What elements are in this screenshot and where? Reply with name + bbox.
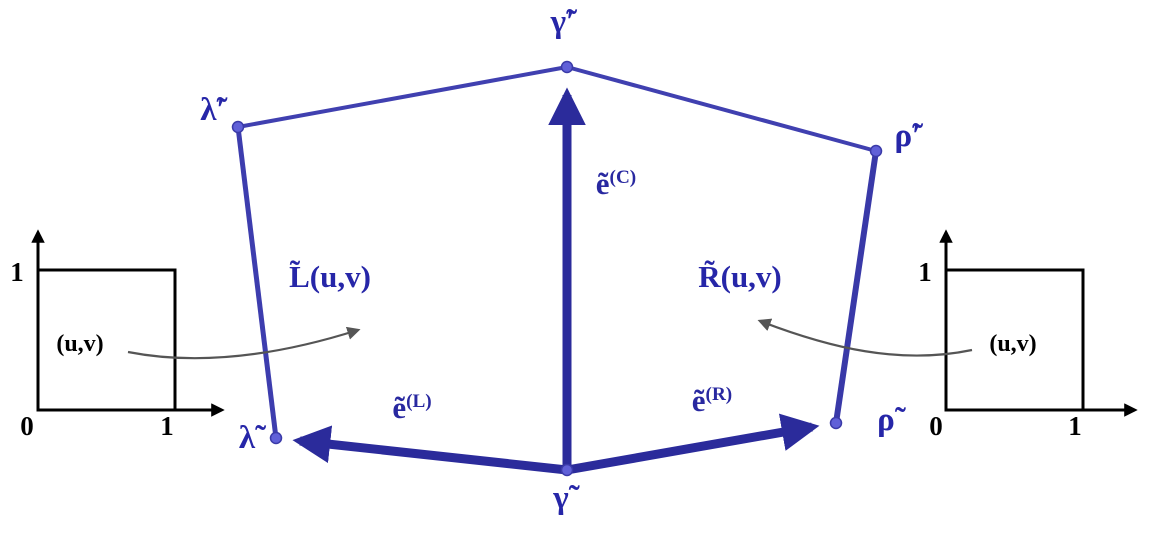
label-lambda-prime: λ̃′: [200, 92, 226, 128]
vector-e-right: [566, 413, 820, 475]
right-mapping-arrow: [757, 318, 973, 357]
label-rho: ρ̃: [877, 402, 895, 438]
pentagon-edge-right-side: [833, 150, 879, 424]
label-R-uv: R̃(u,v): [698, 259, 782, 294]
pentagon-edge-top-right: [566, 65, 877, 153]
left-mapping-arrow: [127, 326, 361, 360]
label-rho-prime: ρ̃′: [894, 118, 922, 154]
label-e-right-base: ẽ: [691, 383, 706, 418]
right-square-outline: [944, 268, 1085, 412]
label-gamma-prime: γ̃′: [550, 4, 576, 40]
right-origin-zero-label: 0: [929, 411, 943, 441]
vertex-dot-gamma: [560, 463, 574, 477]
label-e-center-sup: (C): [609, 167, 637, 189]
left-x-one-label: 1: [160, 411, 174, 441]
label-e-right: ẽ(R): [692, 385, 732, 416]
label-e-left-sup: (L): [406, 391, 432, 413]
label-lambda: λ̃: [238, 420, 256, 456]
vertex-dot-rho: [829, 416, 843, 430]
vertex-dot-gamma-prime: [560, 60, 574, 74]
right-unit-square: [939, 229, 1138, 417]
left-origin-zero-label: 0: [20, 411, 34, 441]
left-unit-square: [31, 229, 225, 417]
right-y-one-label: 1: [918, 257, 932, 287]
label-e-left: ẽ(L): [392, 392, 431, 423]
left-uv-label: (u,v): [56, 331, 104, 357]
right-uv-label: (u,v): [989, 331, 1037, 357]
label-e-right-sup: (R): [705, 384, 733, 406]
label-e-center: ẽ(C): [596, 168, 636, 199]
label-L-uv: L̃(u,v): [289, 259, 371, 294]
label-gamma: γ̃: [553, 480, 569, 516]
vertex-dot-lambda-prime: [231, 120, 245, 134]
vector-e-left: [292, 425, 568, 475]
pentagon-edge-left-side: [235, 126, 279, 439]
vertex-dot-lambda: [269, 431, 283, 445]
label-e-center-base: ẽ: [595, 166, 610, 201]
left-y-one-label: 1: [10, 257, 24, 287]
pentagon-edge-top-left: [237, 65, 568, 129]
label-e-left-base: ẽ: [392, 390, 407, 425]
vertex-dot-rho-prime: [869, 144, 883, 158]
right-x-one-label: 1: [1068, 411, 1082, 441]
left-square-outline: [36, 268, 177, 412]
